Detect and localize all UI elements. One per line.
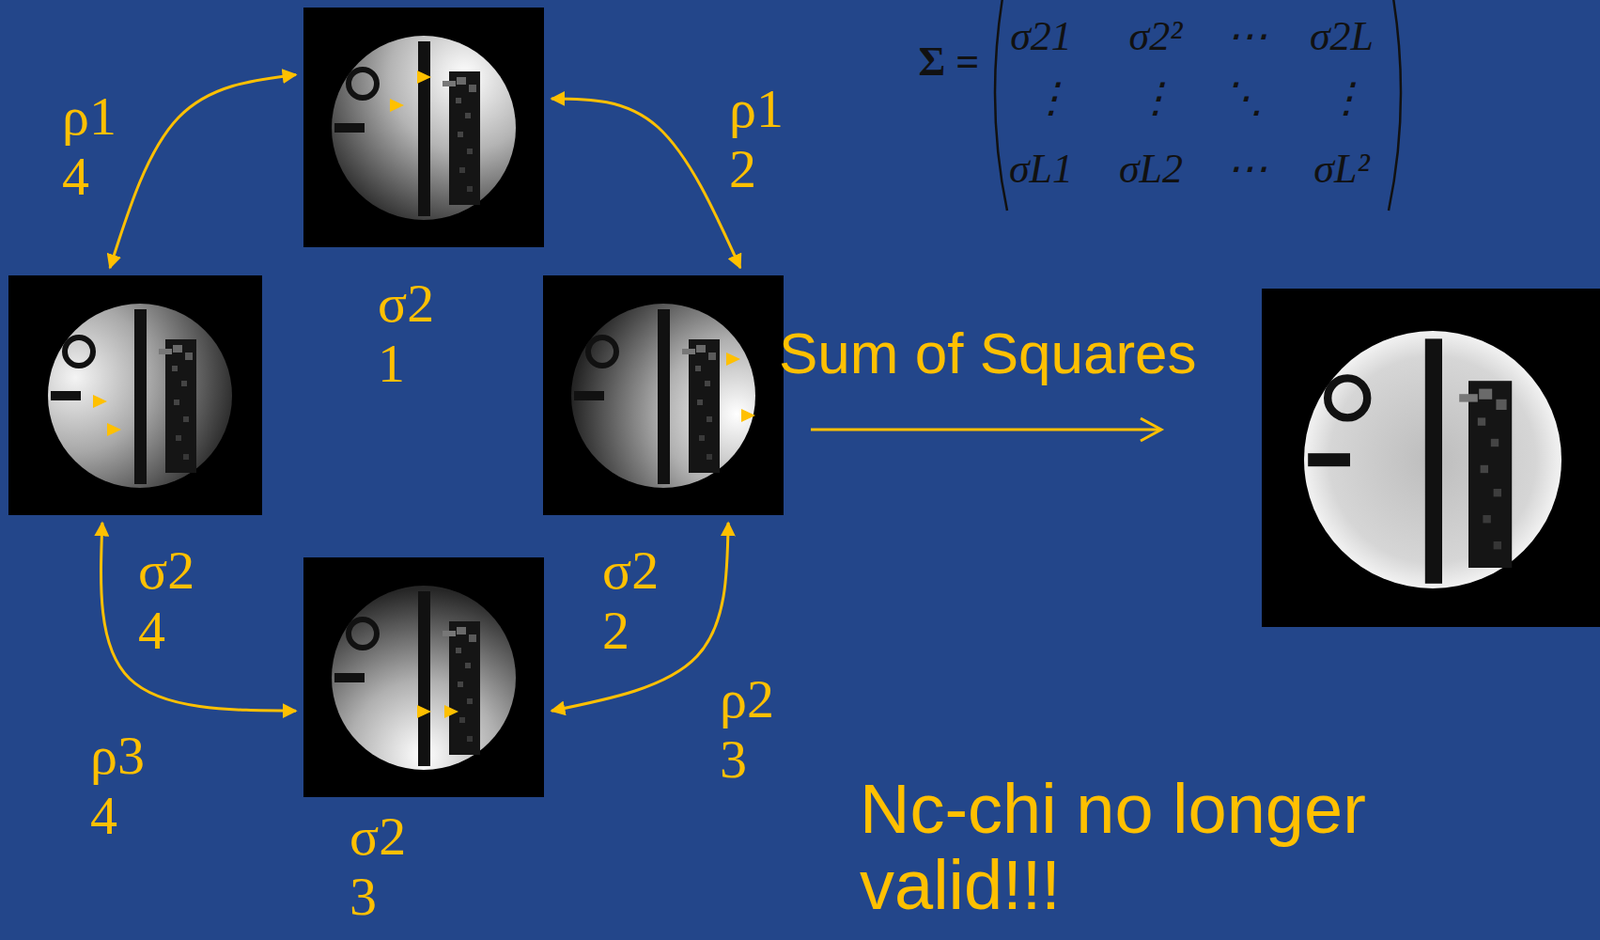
matrix-entry: σ2L [1309,12,1374,61]
variance-label: σ2 4 [138,540,195,661]
matrix-bracket [994,0,1401,211]
matrix-entry: ⋯ [1226,11,1268,61]
image-node: σ2 4 [8,275,263,515]
matrix-entry: ⋮ [1030,73,1072,123]
variance-label: σ2 2 [602,540,659,661]
matrix-entry: ⋮ [1134,73,1177,123]
correlation-label: ρ1 2 [725,78,788,200]
operation-label: Sum of Squares [778,319,1197,387]
matrix-entry: ⋱ [1222,73,1264,123]
sum-arrow [810,418,1162,441]
matrix-entry: ⋯ [1226,143,1268,193]
correlation-label: ρ3 4 [86,725,149,846]
coil-image [303,7,544,248]
coil-image [303,557,544,797]
coil-image [8,275,263,515]
correlation-arrow [101,522,296,711]
warning-note: Nc-chi no longer valid!!! [859,770,1424,924]
variance-label: σ2 3 [349,806,406,927]
combined-image [1261,288,1600,627]
matrix-entry: σ2² [1129,12,1183,61]
image-node: σ2 3 [303,557,544,797]
correlation-label: ρ1 4 [58,86,121,207]
image-node: σ2 1 [303,7,544,248]
matrix-entry: ⋮ [1325,73,1367,123]
variance-label: σ2 1 [377,273,435,394]
matrix-entry: σL2 [1118,144,1183,193]
matrix-entry: σL1 [1009,144,1073,193]
coil-image [543,275,784,515]
correlation-arrow [109,74,296,268]
matrix-symbol: Σ = [918,37,980,86]
matrix-entry: σL² [1313,144,1369,193]
correlation-arrow [551,98,741,268]
image-node: σ2 2 [543,275,784,515]
correlation-arrow [551,522,729,711]
correlation-label: ρ2 3 [715,668,778,790]
matrix-entry: σ21 [1009,12,1072,61]
